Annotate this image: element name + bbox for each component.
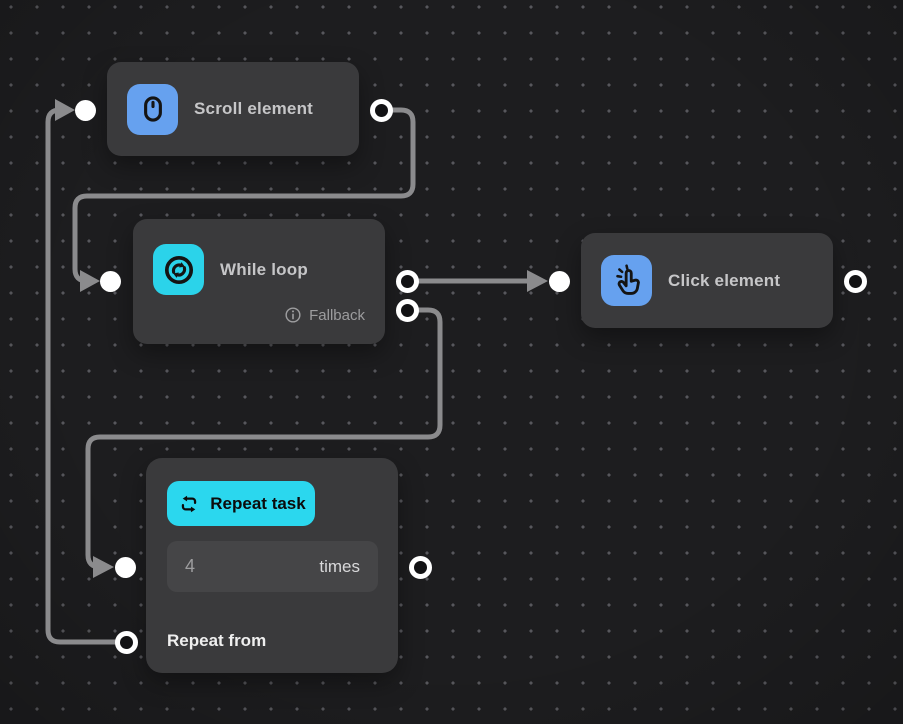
- edge-arrowhead: [93, 556, 114, 578]
- edge-whilefallback-to-repeat[interactable]: [85, 307, 443, 570]
- port-click-output[interactable]: [843, 269, 867, 293]
- port-repeat-from[interactable]: [114, 630, 138, 654]
- repeat-arrows-icon: [182, 495, 197, 512]
- node-title: Click element: [668, 270, 781, 290]
- port-while-output[interactable]: [395, 269, 419, 293]
- tap-click-icon: [601, 255, 652, 306]
- port-scroll-output[interactable]: [369, 98, 393, 122]
- repeat-task-button[interactable]: Repeat task: [167, 481, 315, 526]
- node-title: While loop: [220, 259, 308, 279]
- port-repeat-output[interactable]: [408, 555, 432, 579]
- port-while-input[interactable]: [99, 270, 121, 292]
- node-repeat-task[interactable]: Repeat task 4 times Repeat from: [146, 458, 398, 673]
- port-repeat-input[interactable]: [114, 556, 136, 578]
- node-while-loop[interactable]: While loop Fallback: [133, 219, 385, 344]
- node-title: Scroll element: [194, 99, 314, 118]
- loop-sync-icon: [153, 244, 204, 295]
- mouse-scroll-icon: [127, 83, 178, 135]
- fallback-label: Fallback: [309, 306, 365, 324]
- edge-scroll-to-while[interactable]: [72, 107, 416, 284]
- port-click-input[interactable]: [548, 270, 570, 292]
- port-while-fallback-output[interactable]: [395, 298, 419, 322]
- node-scroll-element[interactable]: Scroll element: [107, 62, 359, 156]
- edge-arrowhead: [527, 270, 548, 292]
- repeat-task-button-label: Repeat task: [210, 493, 306, 513]
- times-input[interactable]: 4 times: [167, 541, 378, 592]
- edge-arrowhead: [80, 270, 100, 292]
- port-scroll-input[interactable]: [74, 99, 96, 121]
- times-value: 4: [185, 556, 196, 576]
- times-suffix-label: times: [319, 556, 360, 576]
- repeat-from-label: Repeat from: [167, 631, 267, 650]
- info-icon: [285, 307, 301, 323]
- edge-arrowhead: [55, 99, 75, 121]
- node-click-element[interactable]: Click element: [581, 233, 833, 328]
